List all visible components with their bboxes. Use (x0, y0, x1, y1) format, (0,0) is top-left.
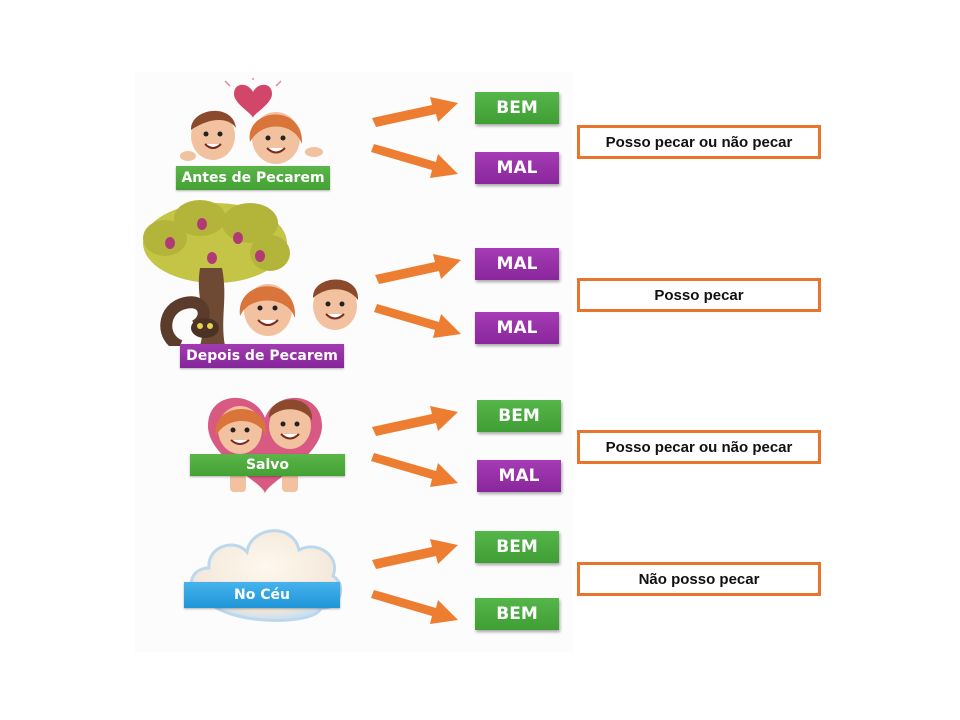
arrow-to-outcome-1 (375, 254, 461, 284)
outcome-badge: MAL (477, 460, 561, 492)
result-box: Posso pecar (577, 278, 821, 312)
arrow-to-outcome-2 (374, 304, 461, 338)
adam-face (269, 403, 311, 449)
arrow-to-outcome-2 (371, 453, 458, 487)
state-label: Antes de Pecarem (176, 166, 330, 190)
adam-eve-big-heart-illustration (208, 397, 322, 494)
outcome-badge: BEM (475, 531, 559, 563)
tree-serpent-illustration (143, 200, 359, 346)
arrow-to-outcome-2 (371, 590, 458, 624)
outcome-badge: MAL (475, 152, 559, 184)
state-label: Depois de Pecarem (180, 344, 344, 368)
result-box: Não posso pecar (577, 562, 821, 596)
outcome-badge: MAL (475, 248, 559, 280)
heart-icon (234, 84, 272, 118)
outcome-badge: MAL (475, 312, 559, 344)
result-box: Posso pecar ou não pecar (577, 430, 821, 464)
outcome-badge: BEM (475, 92, 559, 124)
arrow-to-outcome-1 (372, 97, 458, 127)
fruit-icon (165, 218, 265, 264)
outcome-badge: BEM (475, 598, 559, 630)
adam-face (313, 282, 357, 330)
arrow-to-outcome-2 (371, 144, 458, 178)
adam-eve-heart-illustration (180, 78, 323, 164)
arrow-to-outcome-1 (372, 406, 458, 436)
arrow-to-outcome-1 (372, 539, 458, 569)
cloud-illustration (189, 529, 343, 622)
adam-face (191, 112, 235, 160)
state-label: Salvo (190, 454, 345, 476)
outcome-badge: BEM (477, 400, 561, 432)
serpent (160, 296, 210, 346)
state-label: No Céu (184, 582, 340, 608)
result-box: Posso pecar ou não pecar (577, 125, 821, 159)
